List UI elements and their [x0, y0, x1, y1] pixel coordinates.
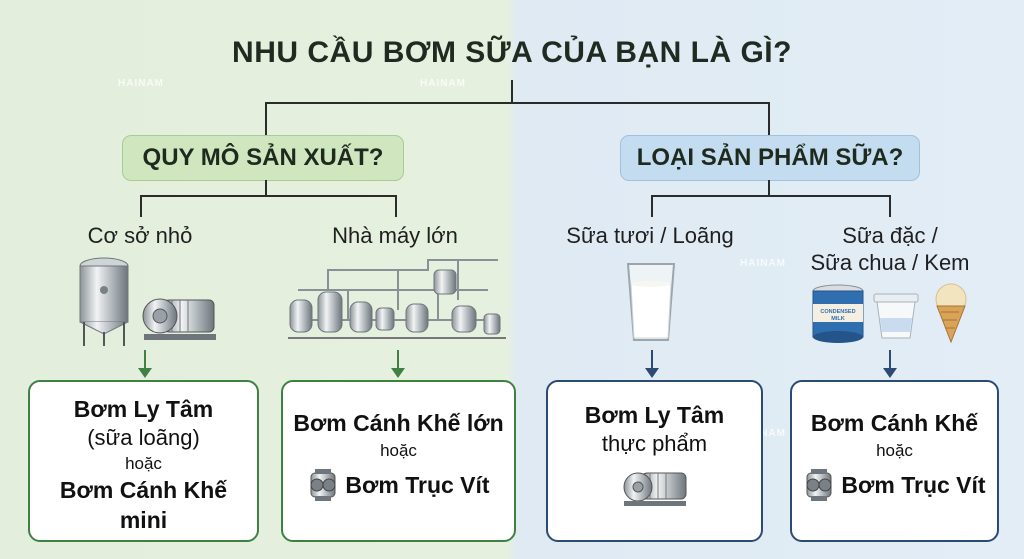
- result-line: Bơm Cánh Khế lớn: [293, 410, 504, 436]
- result-line: Bơm Cánh Khế: [810, 410, 979, 436]
- result-box-large-factory: Bơm Cánh Khế lớn hoặc Bơm Trục Vít: [281, 380, 516, 542]
- arrow-line: [397, 350, 399, 372]
- storage-tank-icon: [79, 257, 129, 346]
- watermark: HAINAM: [420, 78, 466, 89]
- arrow-line: [889, 350, 891, 372]
- yogurt-cup-icon: [873, 293, 919, 339]
- arrow-down-icon: [391, 368, 405, 378]
- category-small-facility: Cơ sở nhỏ: [87, 223, 193, 248]
- result-box-fresh-milk: Bơm Ly Tâm thực phẩm: [546, 380, 763, 542]
- connector-line: [265, 180, 267, 196]
- production-scale-question: QUY MÔ SẢN XUẤT?: [122, 135, 404, 181]
- product-type-question: LOẠI SẢN PHẨM SỮA?: [620, 135, 920, 181]
- result-line: Bơm Cánh Khế: [59, 477, 228, 503]
- connector-line: [395, 195, 397, 217]
- result-line: mini: [119, 507, 168, 533]
- watermark: HAINAM: [740, 258, 786, 269]
- category-fresh-milk: Sữa tươi / Loãng: [566, 223, 734, 248]
- result-line: Bơm Trục Vít: [841, 471, 986, 498]
- diaphragm-pump-icon: [310, 469, 336, 501]
- diaphragm-pump-icon: [806, 469, 832, 501]
- connector-line: [140, 195, 142, 217]
- ice-cream-cone-icon: [935, 283, 967, 344]
- result-line: Bơm Ly Tâm: [584, 402, 725, 428]
- connector-line: [511, 80, 513, 104]
- category-label-line: Sữa đặc /: [842, 223, 938, 248]
- factory-piping-icon: [288, 259, 506, 339]
- arrow-down-icon: [883, 368, 897, 378]
- milk-glass-icon: [626, 263, 676, 341]
- connector-line: [889, 195, 891, 217]
- result-line: Bơm Ly Tâm: [73, 396, 214, 422]
- arrow-down-icon: [645, 368, 659, 378]
- arrow-line: [144, 350, 146, 372]
- result-row: Bơm Trục Vít: [283, 469, 514, 501]
- result-box-thick-products: Bơm Cánh Khế hoặc Bơm Trục Vít: [790, 380, 999, 542]
- connector-line: [768, 180, 770, 196]
- connector-line: [265, 102, 267, 135]
- condensed-milk-can-icon: CONDENSED MILK: [812, 284, 864, 343]
- result-row: Bơm Trục Vít: [792, 469, 997, 501]
- category-thick-products: Sữa đặc / Sữa chua / Kem: [790, 222, 990, 276]
- centrifugal-pump-icon: [623, 472, 686, 506]
- svg-text:CONDENSED: CONDENSED: [820, 309, 855, 315]
- arrow-down-icon: [138, 368, 152, 378]
- arrow-line: [651, 350, 653, 372]
- result-or: hoặc: [380, 441, 417, 460]
- result-or: hoặc: [876, 441, 913, 460]
- centrifugal-pump-icon: [142, 298, 216, 340]
- svg-text:MILK: MILK: [831, 316, 844, 322]
- result-box-small-facility: Bơm Ly Tâm (sữa loãng) hoặc Bơm Cánh Khế…: [28, 380, 259, 542]
- result-line: thực phẩm: [601, 431, 708, 456]
- result-line: Bơm Trục Vít: [345, 471, 490, 498]
- category-large-factory: Nhà máy lớn: [332, 223, 458, 248]
- connector-line: [651, 195, 891, 197]
- page-title: NHU CẦU BƠM SỮA CỦA BẠN LÀ GÌ?: [232, 36, 792, 69]
- result-line: (sữa loãng): [87, 425, 200, 450]
- category-label-line: Sữa chua / Kem: [810, 250, 970, 275]
- watermark: HAINAM: [118, 78, 164, 89]
- connector-line: [651, 195, 653, 217]
- connector-line: [768, 102, 770, 135]
- result-or: hoặc: [125, 454, 162, 473]
- connector-line: [140, 195, 397, 197]
- connector-line: [265, 102, 770, 104]
